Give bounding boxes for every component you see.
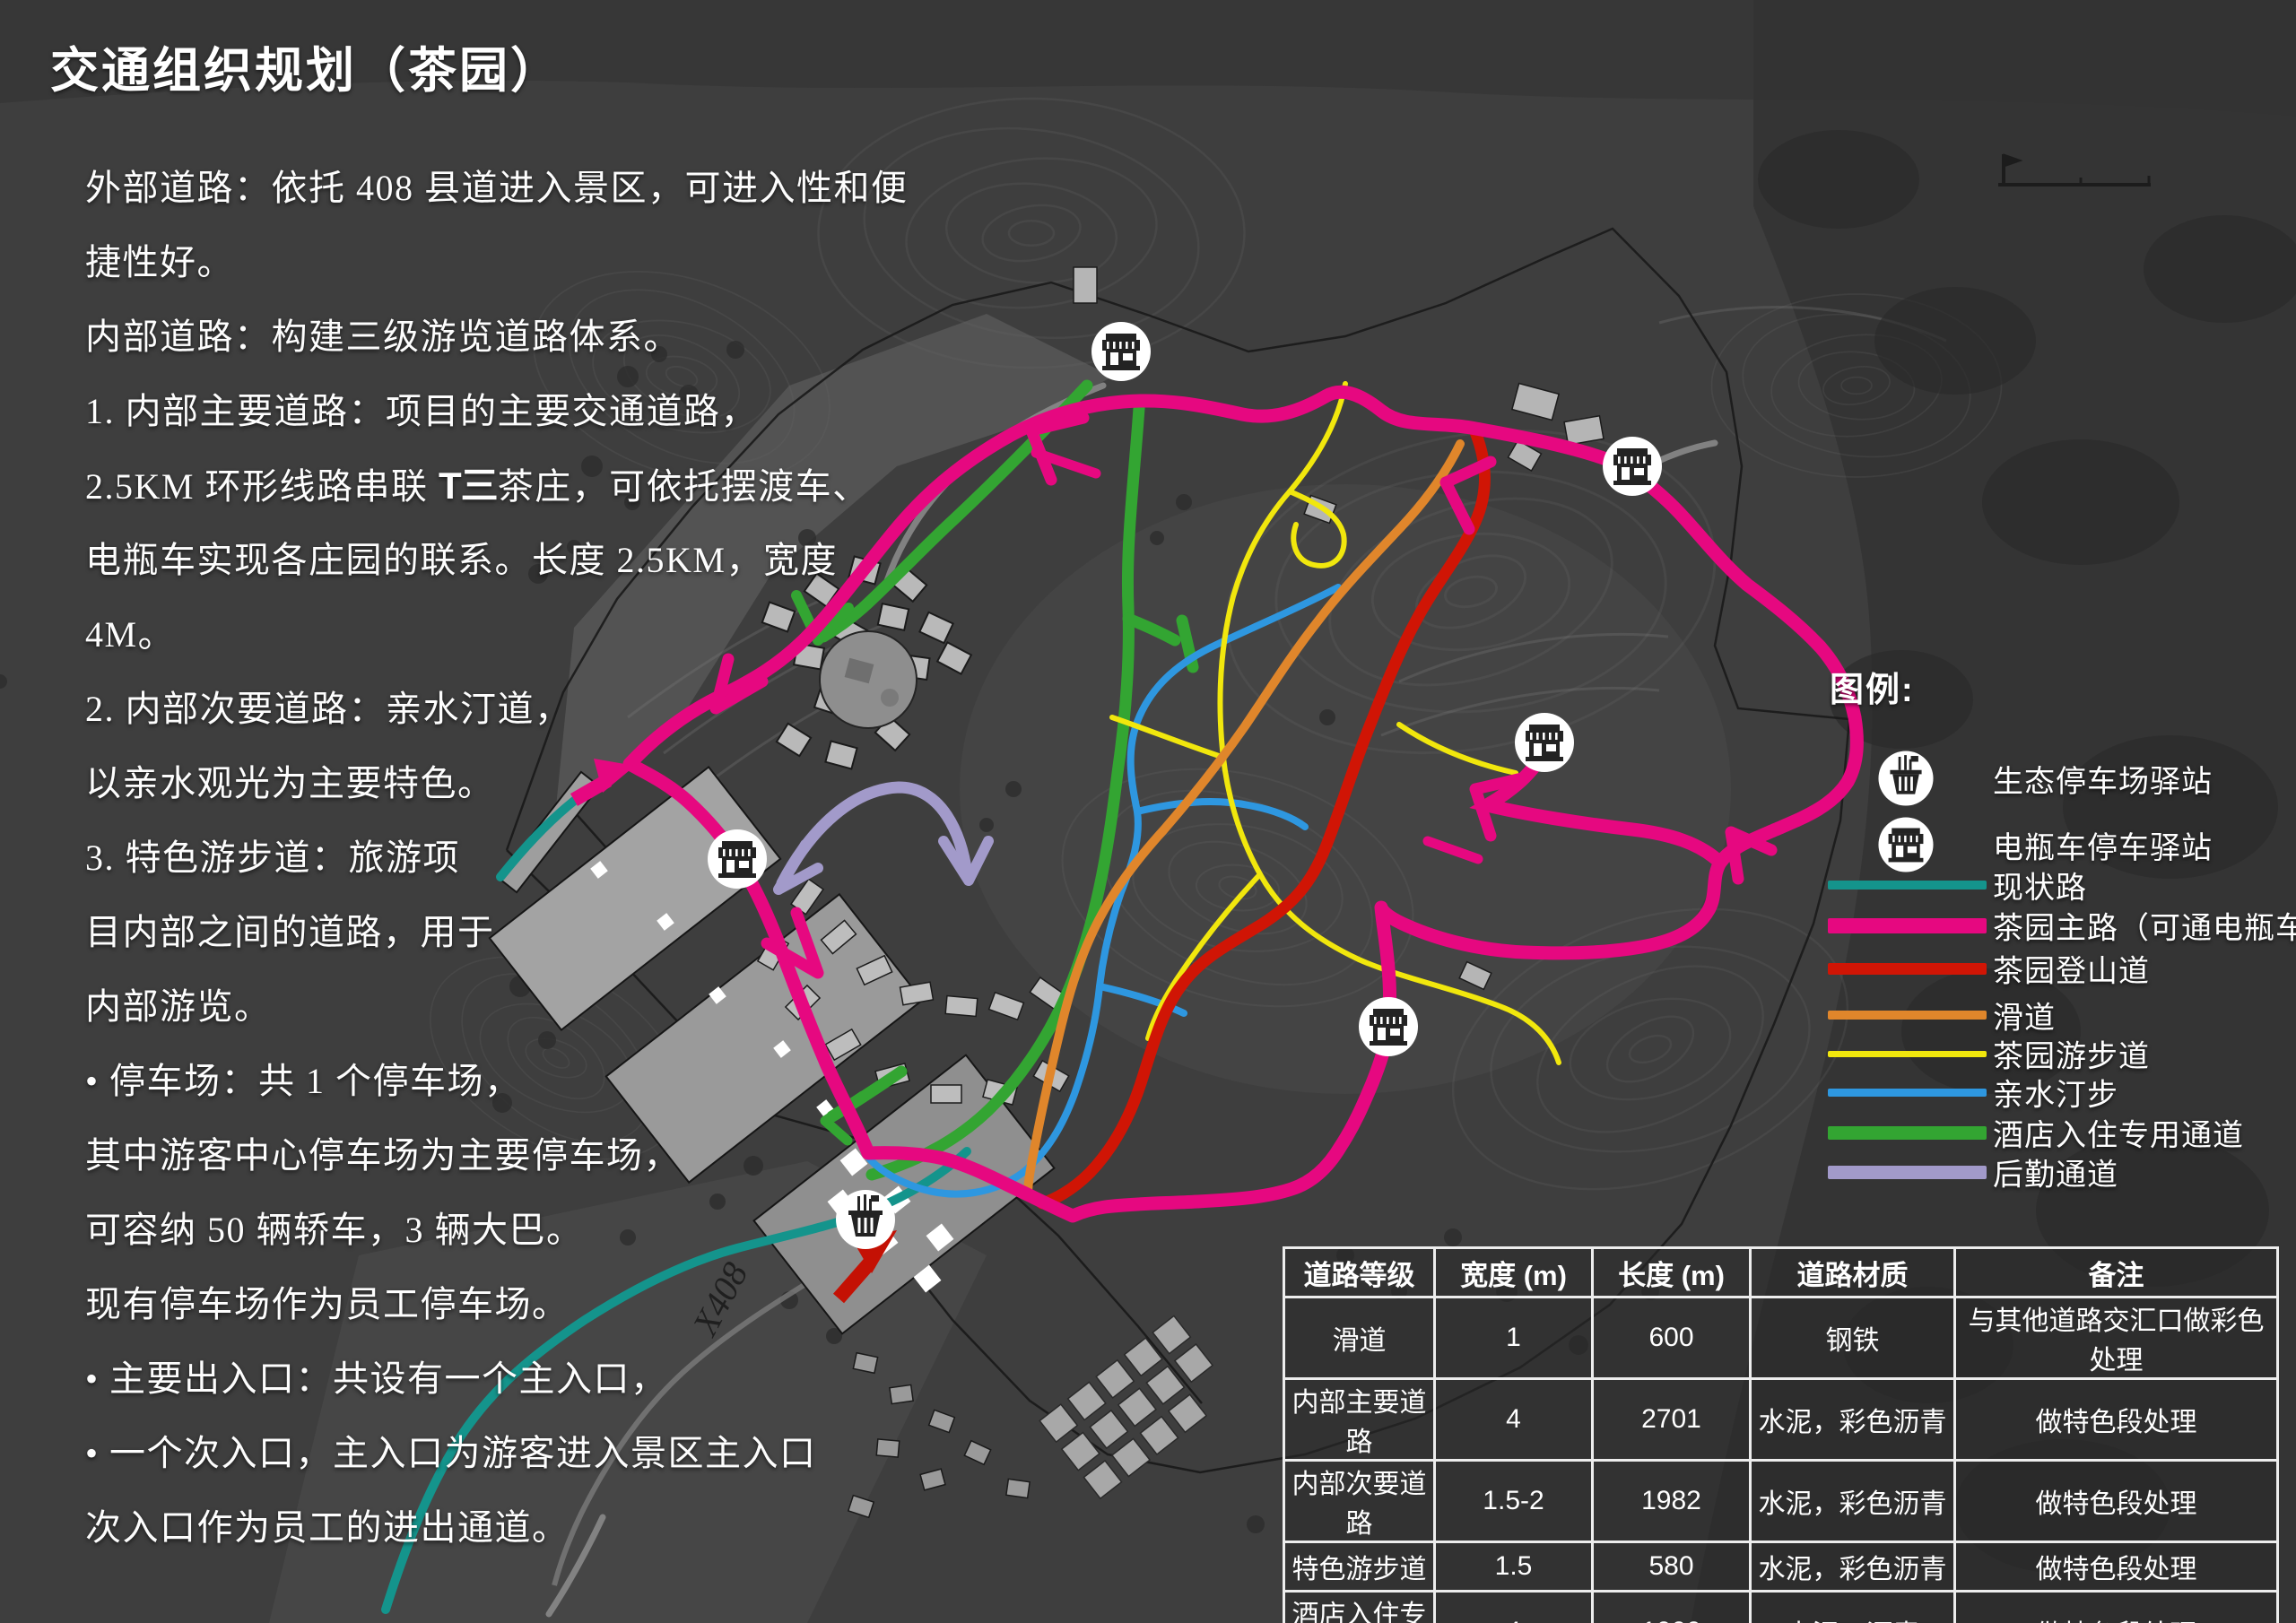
legend-swatch — [1828, 1166, 1987, 1179]
legend-label: 茶园主路（可通电瓶车） — [1993, 911, 2296, 946]
narrative-line: 次入口作为员工的进出通道。 — [85, 1507, 570, 1548]
col-header-notes: 备注 — [1953, 1246, 2279, 1298]
narrative-line: 捷性好。 — [85, 242, 234, 282]
legend-swatch — [1828, 1089, 1987, 1097]
plaza-circle — [819, 630, 918, 729]
legend-swatch — [1828, 918, 1987, 933]
narrative-line: 2.5KM 环形线路串联 T三茶庄，可依托摆渡车、 — [85, 464, 870, 507]
narrative-line: 可容纳 50 辆轿车，3 辆大巴。 — [85, 1210, 584, 1250]
village-cluster — [847, 1351, 1031, 1519]
lot-grid — [1039, 1315, 1214, 1500]
narrative-line: 3. 特色游步道：旅游项 — [85, 838, 460, 878]
scale-bar-icon — [1998, 153, 2151, 187]
narrative-line: • 一个次入口，主入口为游客进入景区主入口 — [85, 1433, 817, 1473]
legend-swatch — [1828, 1126, 1987, 1140]
table-row: 酒店入住专用通道4 1000水泥，沥青 做特色段处理 — [1283, 1590, 2279, 1623]
bold-estate-count: T三 — [438, 464, 499, 507]
col-header-width: 宽度 (m) — [1433, 1246, 1594, 1298]
route-main-loop — [570, 385, 1864, 1223]
narrative-block: 外部道路：依托 408 县道进入景区，可进入性和便 捷性好。 内部道路：构建三级… — [85, 151, 909, 1565]
table-header-row: 道路等级 宽度 (m) 长度 (m) 道路材质 备注 — [1283, 1246, 2279, 1298]
legend-label: 生态停车场驿站 — [1993, 764, 2213, 799]
legend-swatch — [1828, 1011, 1987, 1020]
legend-label: 后勤通道 — [1993, 1158, 2118, 1193]
route-logistics — [773, 781, 994, 895]
narrative-line: • 停车场：共 1 个停车场， — [85, 1061, 522, 1101]
col-header-length: 长度 (m) — [1591, 1246, 1752, 1298]
narrative-line: 1. 内部主要道路：项目的主要交通道路， — [85, 391, 758, 431]
col-header-grade: 道路等级 — [1283, 1246, 1436, 1298]
narrative-line: 4M。 — [85, 614, 176, 655]
legend: 图例: 生态停车场驿站 电瓶车停车驿站 现状路 茶园主路（可通电瓶车） 茶园登山… — [1828, 662, 2296, 1209]
narrative-line: 现有停车场作为员工停车场。 — [85, 1284, 570, 1324]
eco-parking-station-icon — [1878, 751, 1934, 806]
route-slide — [1023, 439, 1465, 1199]
tea-field-nw — [556, 314, 1112, 807]
legend-label: 现状路 — [1993, 871, 2087, 906]
legend-swatch — [1828, 1051, 1987, 1057]
main-loop-arrows — [709, 412, 1778, 979]
narrative-line: 其中游客中心停车场为主要停车场， — [85, 1135, 681, 1176]
legend-label: 亲水汀步 — [1993, 1078, 2118, 1113]
legend-swatch — [1828, 881, 1987, 890]
legend-label: 茶园登山道 — [1993, 954, 2150, 989]
legend-swatch — [1828, 963, 1987, 975]
route-walking-path — [1109, 381, 1561, 1065]
route-climbing-road — [1036, 426, 1491, 1210]
main-entrance-arrow — [570, 759, 635, 806]
shuttle-station-south — [1359, 997, 1418, 1056]
narrative-line: 以亲水观光为主要特色。 — [85, 763, 495, 803]
narrative-line: 外部道路：依托 408 县道进入景区，可进入性和便 — [85, 168, 909, 208]
col-header-material: 道路材质 — [1749, 1246, 1956, 1298]
shuttle-station-east — [1515, 713, 1574, 772]
legend-label: 酒店入住专用通道 — [1993, 1118, 2244, 1153]
narrative-line: 电瓶车实现各庄园的联系。长度 2.5KM，宽度 — [85, 540, 838, 580]
route-water-steps — [865, 584, 1342, 1198]
legend-label: 茶园游步道 — [1993, 1039, 2150, 1074]
narrative-line: • 主要出入口：共设有一个主入口， — [85, 1358, 668, 1399]
narrative-line: 内部道路：构建三级游览道路体系。 — [85, 317, 681, 357]
legend-label: 滑道 — [1993, 1001, 2056, 1036]
narrative-line: 内部游览。 — [85, 986, 272, 1027]
legend-label: 电瓶车停车驿站 — [1993, 830, 2213, 865]
legend-title: 图例: — [1830, 672, 1915, 709]
narrative-line: 2. 内部次要道路：亲水汀道， — [85, 689, 572, 729]
page-title: 交通组织规划（茶园） — [50, 44, 561, 98]
narrative-line: 目内部之间的道路，用于 — [85, 912, 495, 952]
shuttle-station-northeast — [1603, 437, 1662, 496]
shuttle-station-top — [1091, 322, 1151, 381]
top-forest-strip — [0, 0, 2296, 117]
shuttle-parking-station-icon — [1878, 817, 1934, 872]
